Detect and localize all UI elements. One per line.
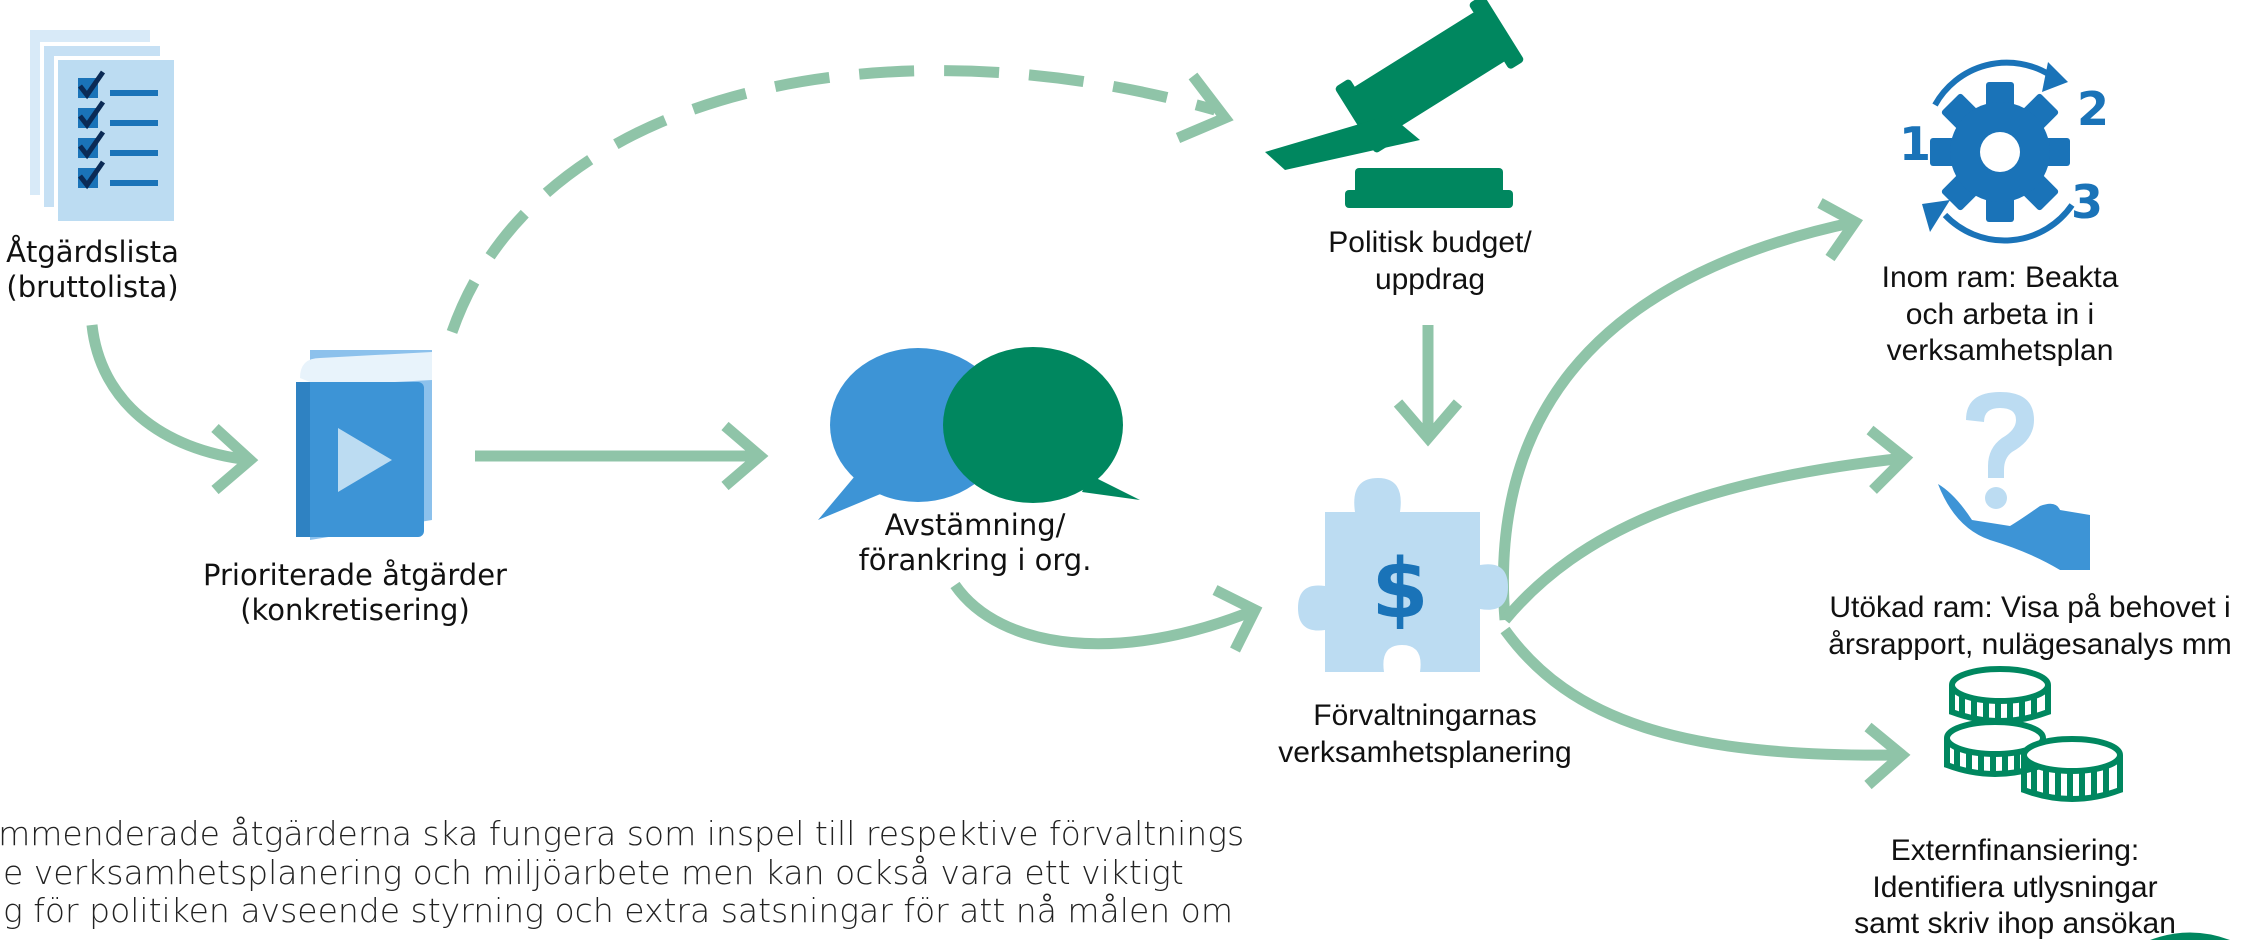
gear-number-1: 1 bbox=[1899, 117, 1931, 171]
label-prioriterade-atgarder: Prioriterade åtgärder (konkretisering) bbox=[203, 558, 507, 628]
green-edge-shape bbox=[2150, 932, 2230, 940]
gear-number-3: 3 bbox=[2071, 175, 2103, 229]
checklist-icon bbox=[30, 30, 178, 225]
coins-icon bbox=[1944, 666, 2123, 802]
dashed-arrow-book-to-gavel bbox=[446, 65, 1234, 334]
arrow-puzzle-to-coins bbox=[1500, 626, 1911, 790]
label-politisk-budget: Politisk budget/ uppdrag bbox=[1328, 226, 1532, 296]
arrow-gavel-to-puzzle bbox=[1393, 325, 1463, 447]
book-play-icon bbox=[296, 350, 432, 540]
arrow-puzzle-to-question bbox=[1500, 425, 1914, 624]
arrow-puzzle-to-gear bbox=[1497, 198, 1864, 621]
label-utokad-ram: Utökad ram: Visa på behovet i årsrapport… bbox=[1828, 591, 2232, 661]
arrow-list-to-book bbox=[86, 324, 259, 495]
label-avstamning: Avstämning/ förankring i org. bbox=[858, 508, 1092, 578]
label-forvaltningarnas: Förvaltningarnas verksamhetsplanering bbox=[1278, 699, 1572, 769]
label-externfinansiering: Externfinansiering: Identifiera utlysnin… bbox=[1854, 834, 2176, 941]
body-paragraph: kommenderade åtgärderna ska fungera som … bbox=[0, 814, 1245, 931]
gavel-icon bbox=[1265, 0, 1524, 208]
label-atgardslista: Åtgärdslista (bruttolista) bbox=[6, 235, 179, 305]
question-hand-icon bbox=[1938, 392, 2090, 570]
arrow-chat-to-puzzle bbox=[950, 581, 1263, 653]
puzzle-dollar-icon: $ bbox=[1298, 478, 1508, 672]
gear-cycle-icon: 1 2 3 bbox=[1899, 59, 2109, 244]
speech-bubbles-icon bbox=[818, 347, 1140, 520]
arrow-book-to-chat bbox=[475, 421, 769, 491]
label-inom-ram: Inom ram: Beakta och arbeta in i verksam… bbox=[1881, 261, 2119, 368]
dollar-sign: $ bbox=[1371, 542, 1428, 637]
gear-number-2: 2 bbox=[2077, 82, 2109, 136]
